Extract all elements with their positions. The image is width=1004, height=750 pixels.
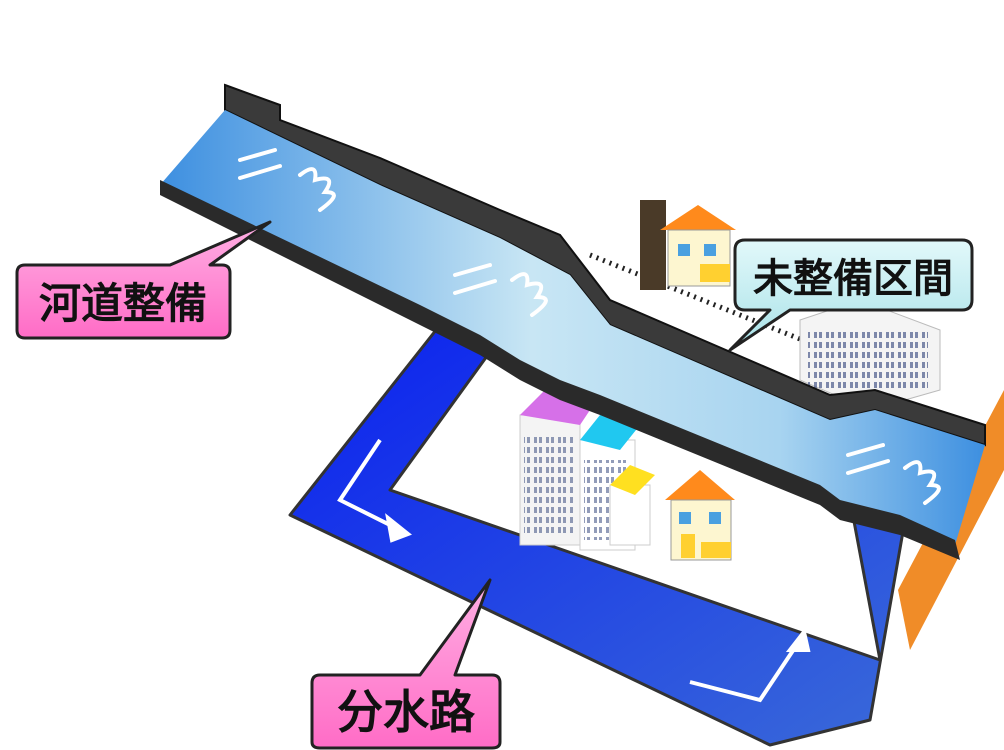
- arrow-icon: [689, 627, 811, 703]
- callout-diversion-channel: 分水路: [310, 578, 502, 750]
- house-icon: [640, 200, 736, 290]
- river: [160, 110, 985, 545]
- callout-label-unimproved-section: 未整備区間: [753, 256, 953, 302]
- callout-label-river-improvement: 河道整備: [39, 279, 207, 328]
- callout-unimproved-section: 未整備区間: [728, 238, 974, 352]
- callout-label-diversion-channel: 分水路: [337, 685, 476, 739]
- river-wall-front: [160, 180, 960, 560]
- building-icon: [799, 299, 941, 411]
- flow-mark-icon: [238, 148, 336, 212]
- flow-mark-icon: [846, 443, 941, 505]
- arrow-icon: [337, 438, 412, 543]
- house-icon: [665, 470, 735, 561]
- building-icon: [519, 385, 655, 551]
- callout-river-improvement: 河道整備: [15, 220, 272, 340]
- flow-mark-icon: [453, 263, 548, 317]
- embankment-line-upper: [589, 252, 916, 388]
